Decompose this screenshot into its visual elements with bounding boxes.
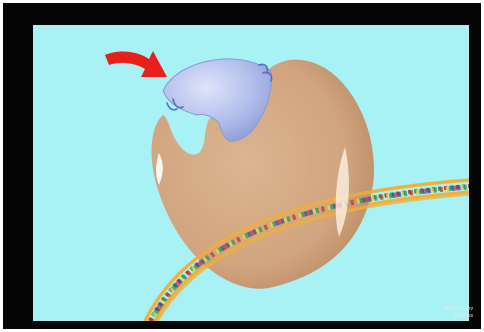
image-frame: 2013lllico-rev P. Dircks bbox=[3, 3, 481, 329]
credit-code: 2013lllico-rev bbox=[444, 306, 473, 312]
illustration-scene bbox=[33, 25, 469, 321]
credit-author: P. Dircks bbox=[454, 313, 473, 319]
